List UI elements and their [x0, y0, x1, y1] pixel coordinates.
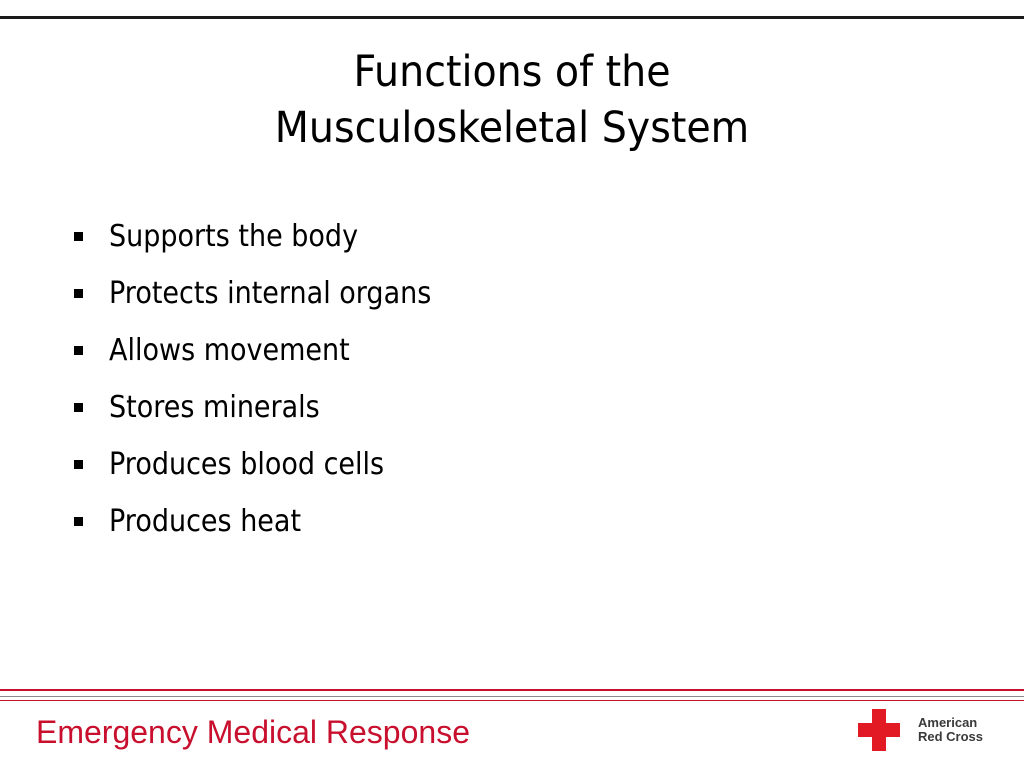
square-bullet-icon	[74, 403, 83, 412]
bullet-text: Produces blood cells	[109, 447, 385, 482]
square-bullet-icon	[74, 232, 83, 241]
logo-line-1: American	[918, 715, 978, 730]
list-item: Protects internal organs	[70, 265, 467, 322]
square-bullet-icon	[74, 289, 83, 298]
bullet-text: Protects internal organs	[109, 276, 432, 311]
bullet-list: Supports the body Protects internal orga…	[70, 208, 467, 550]
list-item: Stores minerals	[70, 379, 467, 436]
course-title: Emergency Medical Response	[36, 714, 470, 750]
bullet-text: Allows movement	[109, 333, 350, 368]
title-line-2: Musculoskeletal System	[274, 103, 750, 153]
square-bullet-icon	[74, 460, 83, 469]
footer-divider-gray	[0, 696, 1024, 697]
list-item: Allows movement	[70, 322, 467, 379]
footer-divider-red-thin	[0, 700, 1024, 701]
top-divider	[0, 16, 1024, 19]
square-bullet-icon	[74, 517, 83, 526]
list-item: Supports the body	[70, 208, 467, 265]
list-item: Produces blood cells	[70, 436, 467, 493]
bullet-text: Supports the body	[109, 219, 359, 254]
slide-title: Functions of the Musculoskeletal System	[41, 44, 983, 156]
bullet-text: Stores minerals	[109, 390, 320, 425]
title-line-1: Functions of the	[353, 47, 671, 97]
bullet-text: Produces heat	[109, 504, 302, 539]
american-red-cross-logo: American Red Cross	[858, 708, 983, 752]
logo-wordmark: American Red Cross	[918, 716, 983, 744]
square-bullet-icon	[74, 346, 83, 355]
red-cross-icon	[858, 709, 900, 751]
logo-line-2: Red Cross	[918, 729, 984, 744]
footer-divider-red	[0, 689, 1024, 691]
list-item: Produces heat	[70, 493, 467, 550]
